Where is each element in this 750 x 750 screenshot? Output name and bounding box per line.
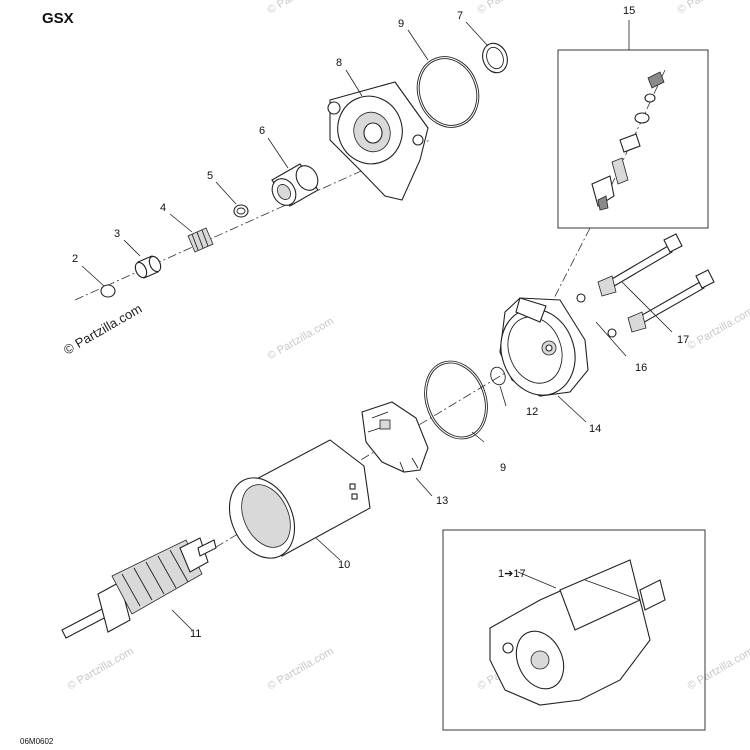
part-10-yoke — [228, 439, 371, 559]
part-9-upper-oring-inner — [418, 58, 478, 126]
callout-7: 7 — [457, 10, 463, 22]
callout-15: 15 — [623, 5, 635, 17]
callout-numbers: 2 3 4 5 6 7 8 9 9 10 11 12 13 14 15 16 1… — [72, 5, 689, 640]
watermark-text: © Partzilla.com — [66, 645, 136, 692]
watermark-text: © Partzilla.com — [476, 0, 546, 17]
callout-17: 17 — [677, 334, 689, 346]
callout-6: 6 — [259, 125, 265, 137]
part-3-collar — [134, 255, 162, 279]
watermark-text: © Partzilla.com — [266, 315, 336, 362]
callout-2: 2 — [72, 253, 78, 265]
watermark-text: © Partzilla.com — [686, 645, 750, 692]
part-16-washer — [607, 328, 617, 338]
callout-8: 8 — [336, 57, 342, 69]
diagram-code: 06M0602 — [20, 737, 54, 746]
assembly-inset-leader — [517, 571, 557, 589]
callout-10: 10 — [338, 559, 350, 571]
inset-link-line — [547, 227, 591, 311]
watermark-text: © Partzilla.com — [686, 305, 750, 352]
part-17-through-bolts — [597, 233, 715, 333]
watermark-text: © Partzilla.com — [266, 645, 336, 692]
callout-4: 4 — [160, 202, 166, 214]
part-7-seal — [482, 42, 508, 74]
callout-9-lower: 9 — [500, 462, 506, 474]
part-11-armature — [61, 537, 217, 639]
part-13-brush-plate — [361, 401, 429, 473]
callout-3: 3 — [114, 228, 120, 240]
callout-5: 5 — [207, 170, 213, 182]
part-9-upper-oring — [416, 56, 480, 128]
part-15-inset-box — [557, 49, 709, 229]
part-2-ring — [100, 284, 116, 298]
callout-12: 12 — [526, 406, 538, 418]
part-4-spring — [187, 227, 214, 253]
watermark-main: © Partzilla.com — [61, 301, 144, 358]
part-14-end-housing — [499, 297, 589, 397]
part-6-drive-pinion — [271, 163, 319, 207]
assembly-inset-box — [442, 529, 706, 731]
part-16-washer — [576, 293, 586, 303]
part-8-drive-housing — [327, 81, 429, 201]
assembly-inset-label: 1➔17 — [498, 568, 526, 580]
callout-leaders — [81, 20, 673, 631]
callout-13: 13 — [436, 495, 448, 507]
part-15-terminal-assembly — [591, 69, 666, 211]
part-7-seal-inner — [486, 46, 504, 70]
watermark-text: © Partzilla.com — [676, 0, 746, 17]
starter-assembly-illustration — [489, 559, 666, 706]
part-5-washer — [233, 204, 249, 218]
callout-14: 14 — [589, 423, 601, 435]
diagram-title: GSX — [42, 10, 74, 27]
part-12-oring — [490, 366, 506, 386]
part-5-washer-hole — [236, 207, 246, 215]
part-9-lower-oring-inner — [426, 362, 486, 438]
callout-11: 11 — [190, 628, 201, 640]
part-9-lower-oring — [424, 360, 488, 440]
watermark-text: © Partzilla.com — [266, 0, 336, 17]
callout-9-upper: 9 — [398, 18, 404, 30]
callout-16: 16 — [635, 362, 647, 374]
